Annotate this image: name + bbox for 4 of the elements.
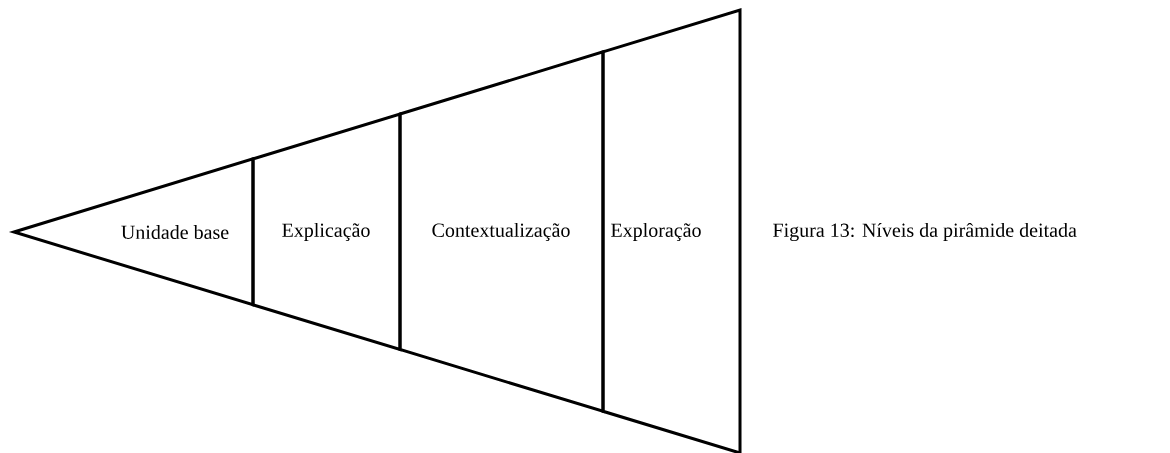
pyramid-level: Exploração: [601, 7, 742, 453]
figure-caption: Figura 13: Níveis da pirâmide deitada: [773, 222, 1077, 242]
pyramid-level: Explicação: [251, 111, 402, 352]
pyramid-level: Contextualização: [398, 49, 605, 414]
